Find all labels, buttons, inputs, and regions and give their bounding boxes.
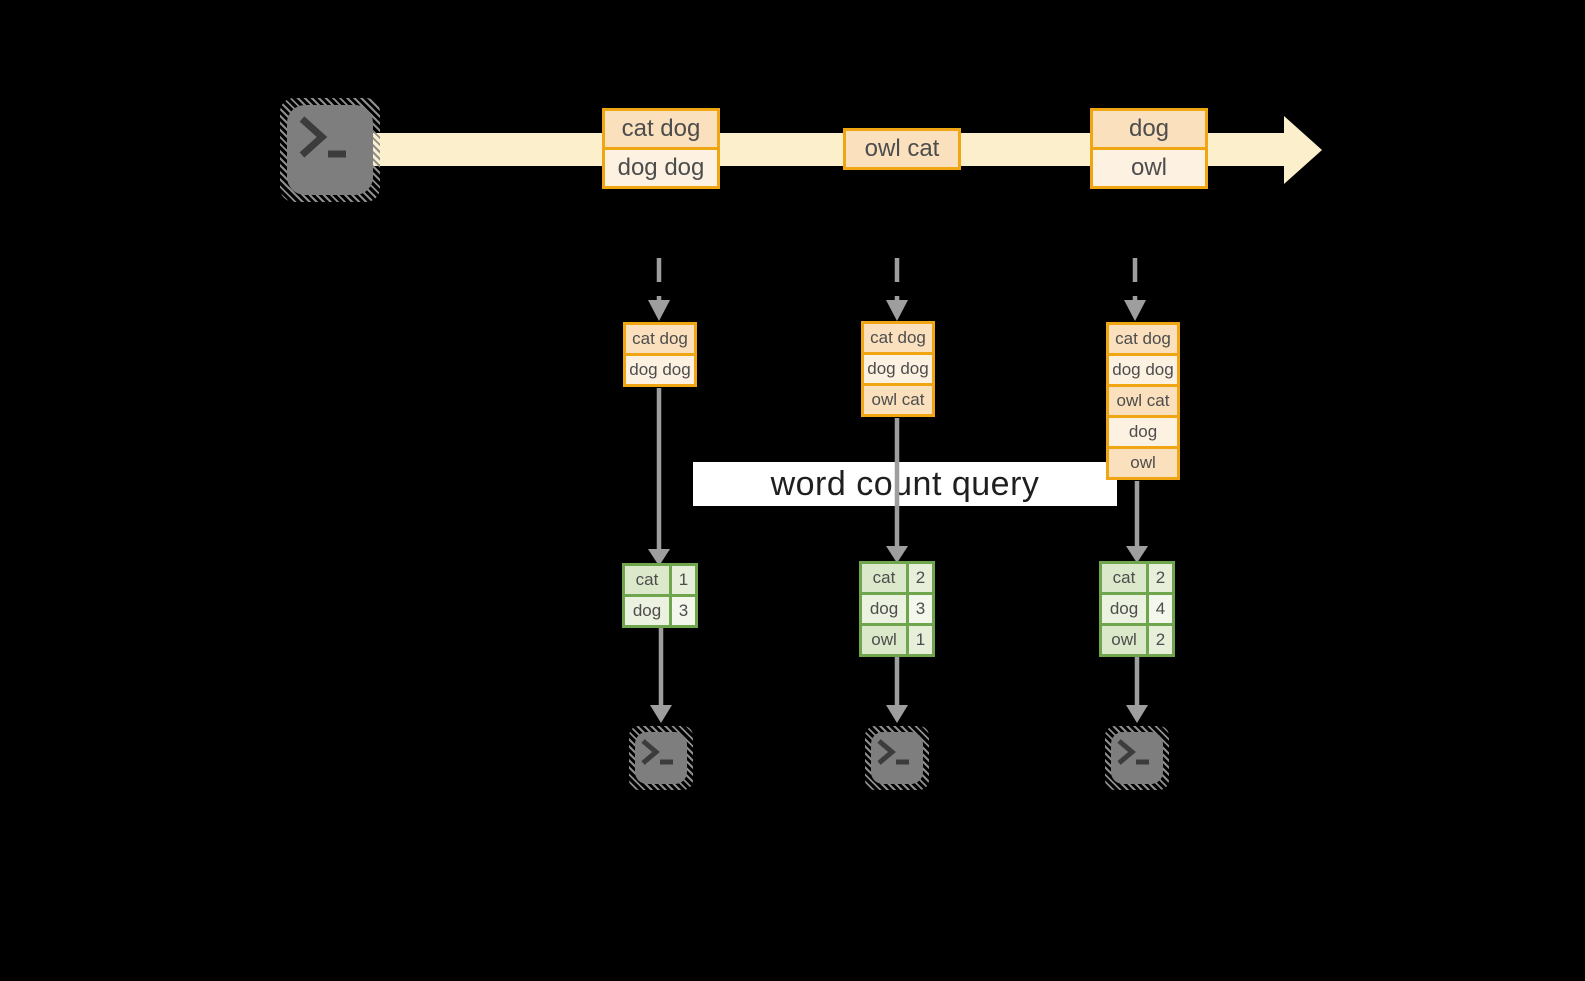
count-value-cell: 1 xyxy=(672,566,695,594)
count-word-cell: cat xyxy=(862,564,906,592)
count-word-cell: owl xyxy=(862,626,906,654)
count-word-cell: cat xyxy=(1102,564,1146,592)
state-message: dog dog xyxy=(1109,353,1177,384)
query-banner: word count query xyxy=(693,462,1117,506)
count-value-cell: 3 xyxy=(672,597,695,625)
state-message: cat dog xyxy=(626,325,694,353)
stream-message: cat dog xyxy=(605,111,717,147)
stream-arrowhead xyxy=(1284,116,1322,184)
query-banner-label: word count query xyxy=(770,464,1040,503)
stream-message: owl xyxy=(1093,147,1205,186)
terminal-prompt-icon xyxy=(1117,739,1149,765)
stream-batch: owl cat xyxy=(843,128,961,170)
count-word-cell: cat xyxy=(625,566,669,594)
terminal-prompt-icon xyxy=(877,739,909,765)
terminal-icon xyxy=(629,726,693,790)
state-message: cat dog xyxy=(864,324,932,352)
state-message: dog dog xyxy=(864,352,932,383)
terminal-icon xyxy=(1105,726,1169,790)
stream-message: dog xyxy=(1093,111,1205,147)
terminal-prompt-icon xyxy=(299,116,346,158)
count-value-cell: 4 xyxy=(1149,595,1172,623)
count-value-cell: 1 xyxy=(909,626,932,654)
terminal-prompt-icon xyxy=(641,739,673,765)
count-value-cell: 2 xyxy=(1149,564,1172,592)
state-message: owl cat xyxy=(1109,384,1177,415)
stream-message: owl cat xyxy=(846,131,958,167)
count-value-cell: 2 xyxy=(1149,626,1172,654)
count-word-cell: dog xyxy=(1102,595,1146,623)
terminal-icon xyxy=(865,726,929,790)
count-word-cell: dog xyxy=(625,597,669,625)
count-word-cell: dog xyxy=(862,595,906,623)
stream-message: dog dog xyxy=(605,147,717,186)
terminal-icon xyxy=(280,98,380,202)
count-value-cell: 3 xyxy=(909,595,932,623)
state-message: dog xyxy=(1109,415,1177,446)
state-message: owl cat xyxy=(864,383,932,414)
state-message: dog dog xyxy=(626,353,694,384)
count-value-cell: 2 xyxy=(909,564,932,592)
count-word-cell: owl xyxy=(1102,626,1146,654)
state-message: cat dog xyxy=(1109,325,1177,353)
state-message: owl xyxy=(1109,446,1177,477)
